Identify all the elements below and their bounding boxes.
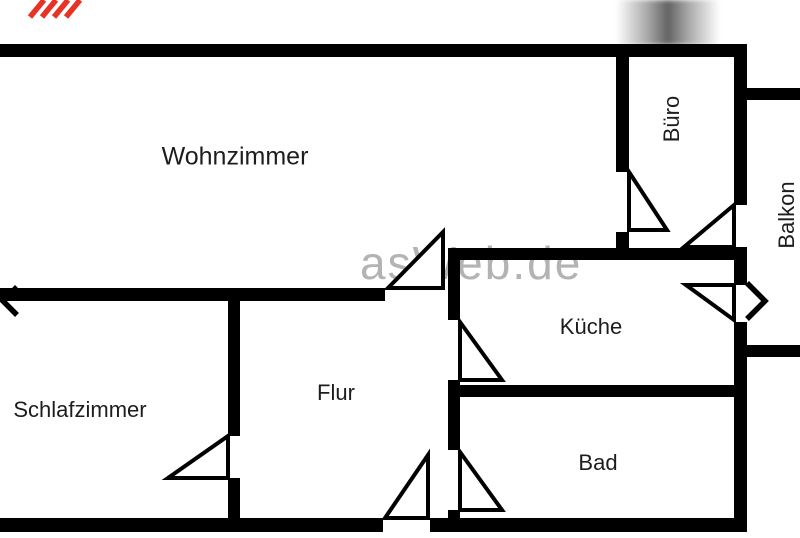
door-wohnzimmer-buero bbox=[627, 165, 671, 232]
wall-balkon-top bbox=[747, 88, 800, 100]
wall-right-lower bbox=[734, 322, 747, 532]
room-label-schlafzimmer: Schlafzimmer bbox=[13, 397, 147, 422]
wall-flur-top bbox=[0, 288, 385, 301]
door-swings bbox=[161, 165, 736, 520]
door-flur-kueche bbox=[458, 315, 506, 382]
door-flur-schlafzimmer bbox=[161, 432, 230, 480]
wall-flur-right-a bbox=[448, 248, 460, 320]
door-buero-balkon bbox=[678, 200, 736, 249]
door-kueche-balkon bbox=[679, 283, 736, 324]
door-flur-wohnzimmer bbox=[383, 227, 445, 290]
gallery-prev-icon[interactable] bbox=[0, 285, 19, 317]
wall-bottom-right bbox=[430, 518, 747, 532]
room-label-bad: Bad bbox=[578, 450, 618, 475]
wall-balkon-bottom bbox=[747, 345, 800, 357]
wall-kueche-top bbox=[448, 248, 747, 260]
wall-bottom-left bbox=[0, 518, 383, 532]
red-hatch-marker bbox=[27, 0, 83, 19]
wall-schlaf-right-a bbox=[228, 288, 240, 436]
door-flur-bad bbox=[458, 445, 506, 512]
gallery-next-icon[interactable] bbox=[745, 281, 769, 321]
wall-flur-right-b bbox=[448, 380, 460, 450]
wall-buero-left-a bbox=[616, 44, 629, 172]
wall-top bbox=[0, 44, 747, 57]
wall-bad-top bbox=[448, 385, 747, 397]
room-label-buero: Büro bbox=[659, 95, 684, 143]
door-entrance bbox=[381, 448, 430, 520]
walls bbox=[0, 44, 800, 532]
room-label-kueche: Küche bbox=[559, 314, 623, 339]
room-label-balkon: Balkon bbox=[774, 181, 799, 249]
gray-smudge bbox=[616, 0, 720, 45]
room-label-wohnzimmer: Wohnzimmer bbox=[161, 142, 309, 171]
room-label-flur: Flur bbox=[317, 380, 355, 405]
wall-right-upper bbox=[734, 44, 747, 205]
